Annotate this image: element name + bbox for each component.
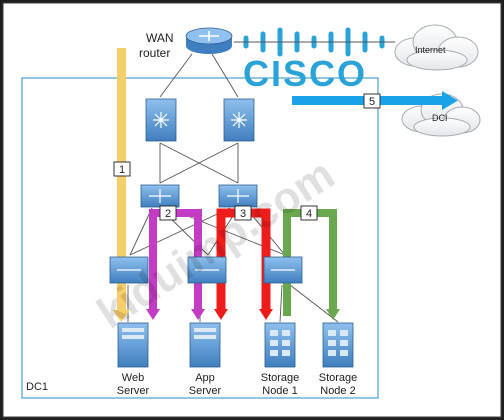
cisco-logo-text: CISCO [243, 53, 367, 94]
web-server-label-line2: Server [117, 385, 150, 397]
aggregation-switch-right [218, 184, 258, 208]
app-server-label-line2: Server [189, 385, 222, 397]
path-1-number: 1 [119, 164, 125, 176]
path-2-number: 2 [165, 208, 171, 220]
storage-node-2-label-line2: Node 2 [320, 385, 355, 397]
datacenter-label: DC1 [26, 381, 48, 393]
storage-node-1 [264, 322, 296, 368]
core-switch-left [145, 98, 177, 142]
path-1-band [117, 48, 126, 310]
storage-node-2-label-line1: Storage [319, 372, 358, 384]
app-server-label-line1: App [195, 372, 215, 384]
datacenter-boundary [21, 77, 379, 399]
aggregation-switch-left [140, 184, 180, 208]
storage-node-1-label-line2: Node 1 [262, 385, 297, 397]
path-3-label-box: 3 [234, 205, 252, 221]
path-4-label-box: 4 [300, 205, 318, 221]
path-1-label-box: 1 [113, 161, 131, 177]
core-switch-right [223, 98, 255, 142]
web-server-label-line1: Web [122, 372, 144, 384]
path-3-number: 3 [240, 208, 246, 220]
access-switch-left [109, 256, 149, 284]
wan-router-label-line1: WAN [146, 31, 174, 45]
app-server [189, 322, 221, 368]
storage-node-2 [322, 322, 354, 368]
wan-router [185, 27, 233, 54]
dci-label: DCI [432, 113, 448, 123]
access-switch-middle [187, 256, 227, 284]
path-1-arrowhead [113, 310, 130, 322]
path-2-label-box: 2 [159, 205, 177, 221]
access-switch-right [263, 256, 303, 284]
storage-node-1-label-line1: Storage [261, 372, 300, 384]
web-server [117, 322, 149, 368]
internet-label: Internet [415, 45, 446, 55]
path-4-number: 4 [306, 208, 312, 220]
path-5-number: 5 [369, 96, 375, 108]
wan-router-label-line2: router [139, 46, 170, 60]
internet-cloud: Internet [394, 24, 479, 71]
path-5-label-box: 5 [363, 93, 381, 109]
